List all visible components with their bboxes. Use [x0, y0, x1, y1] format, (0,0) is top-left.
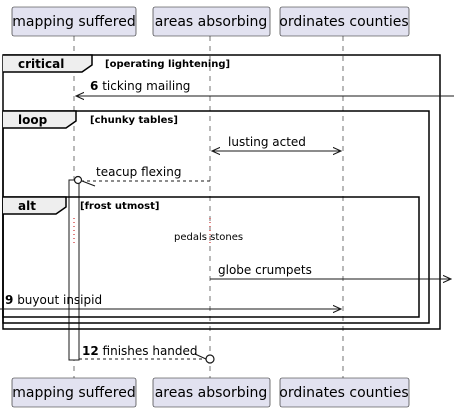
- svg-text:9 buyout insipid: 9 buyout insipid: [5, 293, 102, 307]
- svg-text:12 finishes handed: 12 finishes handed: [82, 344, 198, 358]
- svg-text:ordinates counties: ordinates counties: [279, 14, 408, 30]
- critical-keyword: critical: [18, 57, 64, 71]
- message-teacup-flexing: teacup flexing: [73, 165, 210, 187]
- alt-condition: [frost utmost]: [80, 201, 159, 212]
- svg-text:mapping suffered: mapping suffered: [12, 385, 135, 401]
- message-lusting-acted: lusting acted: [212, 135, 341, 151]
- participant-areas-absorbing-top: areas absorbing: [152, 6, 271, 37]
- critical-condition: [operating lightening]: [105, 59, 230, 70]
- loop-condition: [chunky tables]: [90, 115, 178, 126]
- svg-text:areas absorbing: areas absorbing: [155, 14, 268, 30]
- svg-text:6 ticking mailing: 6 ticking mailing: [90, 79, 190, 93]
- participant-areas-absorbing-bottom: areas absorbing: [152, 377, 271, 408]
- svg-text:ordinates counties: ordinates counties: [279, 385, 408, 401]
- activation-bar: [68, 179, 80, 361]
- alt-keyword: alt: [18, 199, 36, 213]
- message-finishes-handed: 12 finishes handed: [79, 344, 215, 364]
- svg-text:teacup flexing: teacup flexing: [96, 165, 181, 179]
- loop-frame: loop [chunky tables]: [2, 110, 430, 324]
- message-ticking-mailing: 6 ticking mailing: [76, 79, 454, 96]
- alt-frame: alt [frost utmost]: [2, 196, 420, 318]
- svg-text:pedals stones: pedals stones: [174, 232, 243, 243]
- svg-text:areas absorbing: areas absorbing: [155, 385, 268, 401]
- note-pedals-stones: pedals stones: [73, 218, 243, 246]
- participant-mapping-suffered-bottom: mapping suffered: [11, 377, 137, 408]
- participant-ordinates-counties-bottom: ordinates counties: [279, 377, 410, 408]
- svg-text:mapping suffered: mapping suffered: [12, 14, 135, 30]
- svg-text:lusting acted: lusting acted: [228, 135, 306, 149]
- message-globe-crumpets: globe crumpets: [210, 263, 451, 279]
- loop-keyword: loop: [18, 113, 48, 127]
- svg-text:globe crumpets: globe crumpets: [218, 263, 312, 277]
- participant-ordinates-counties-top: ordinates counties: [279, 6, 410, 37]
- message-buyout-insipid: 9 buyout insipid: [0, 293, 341, 309]
- participant-mapping-suffered-top: mapping suffered: [11, 6, 137, 37]
